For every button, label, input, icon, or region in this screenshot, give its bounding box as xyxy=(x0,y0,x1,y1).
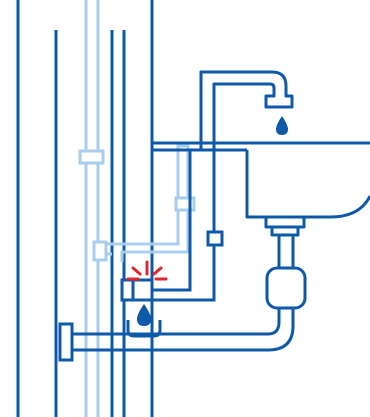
catch-cup xyxy=(126,320,162,338)
faucet-spout xyxy=(199,70,294,143)
leak-alert-icon xyxy=(126,260,168,281)
riser-coupling xyxy=(78,149,105,165)
sink-basin xyxy=(245,150,370,219)
leaking-valve xyxy=(120,260,168,338)
dark-pipe-coupling xyxy=(206,230,224,247)
faucet xyxy=(199,70,294,143)
drain-trap xyxy=(72,235,307,352)
valve-body xyxy=(120,278,154,302)
leak-drop-icon xyxy=(137,304,151,326)
wall-risers xyxy=(16,0,154,417)
light-supply-pipe xyxy=(92,144,196,262)
trap-body xyxy=(265,266,307,310)
sink xyxy=(150,141,370,237)
faucet-drip-icon xyxy=(276,116,288,135)
wall-flange xyxy=(58,322,74,362)
